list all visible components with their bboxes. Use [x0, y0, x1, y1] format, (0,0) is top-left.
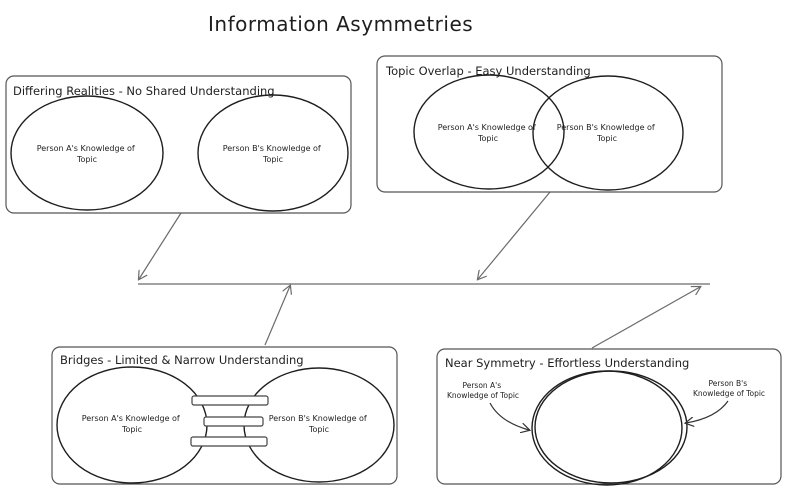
bridge-plank-top — [191, 395, 269, 406]
person-b-label: Person B's Knowledge of Topic — [557, 123, 658, 143]
diagram-title: Information Asymmetries — [208, 12, 473, 36]
bridge-plank-middle — [203, 416, 264, 427]
person-b-knowledge-circle — [197, 94, 349, 212]
panel-title: Topic Overlap - Easy Understanding — [385, 64, 591, 78]
person-b-label-line-2: Topic — [308, 425, 329, 434]
arrow-person-a-to-circle — [489, 402, 529, 430]
person-a-label-line-1: Person A's Knowledge of — [82, 414, 180, 423]
person-b-label-line-1: Person B's Knowledge of — [269, 414, 367, 423]
arrow-symmetry-to-line — [591, 287, 700, 349]
panel-differing-realities: Differing Realities - No Shared Understa… — [5, 75, 352, 214]
bridge-plank-bottom — [190, 436, 268, 447]
person-b-label-line-1: Person B's — [708, 379, 747, 388]
person-a-label-line-2: Topic — [121, 425, 142, 434]
panel-box — [436, 348, 782, 485]
person-a-label-line-1: Person A's — [462, 381, 501, 390]
person-b-label: Person B's Knowledge of Topic — [269, 414, 370, 434]
person-a-knowledge-circle — [413, 74, 565, 190]
arrow-person-b-to-circle — [686, 400, 729, 423]
person-a-label-line-1: Person A's Knowledge of — [37, 144, 135, 153]
person-a-label-line-1: Person A's Knowledge of — [438, 123, 536, 132]
person-a-label: Person A's Knowledge of Topic — [82, 414, 183, 434]
person-b-label-line-1: Person B's Knowledge of — [557, 123, 655, 132]
panel-box — [51, 346, 398, 485]
person-b-label-line-2: Knowledge of Topic — [693, 389, 765, 398]
panel-topic-overlap: Topic Overlap - Easy Understanding Perso… — [376, 55, 723, 193]
panel-near-symmetry: Near Symmetry - Effortless Understanding… — [436, 348, 782, 486]
person-b-label-line-1: Person B's Knowledge of — [223, 144, 321, 153]
person-b-label-line-2: Topic — [262, 155, 283, 164]
arrow-differing-to-line — [139, 212, 182, 279]
person-b-knowledge-circle — [532, 75, 684, 191]
arrow-overlap-to-line — [478, 191, 551, 279]
person-a-label: Person A's Knowledge of Topic — [447, 381, 519, 400]
panel-title: Differing Realities - No Shared Understa… — [13, 84, 275, 98]
panel-box — [376, 55, 723, 193]
person-a-label: Person A's Knowledge of Topic — [37, 144, 138, 164]
person-a-label: Person A's Knowledge of Topic — [438, 123, 539, 143]
arrow-bridges-to-line — [264, 286, 290, 346]
panel-bridges: Bridges - Limited & Narrow Understanding… — [51, 346, 398, 485]
person-b-label-line-2: Topic — [596, 134, 617, 143]
panel-box — [5, 75, 352, 214]
panel-title: Near Symmetry - Effortless Understanding — [445, 356, 689, 370]
person-b-label: Person B's Knowledge of Topic — [693, 379, 765, 398]
person-a-label-line-2: Knowledge of Topic — [447, 391, 519, 400]
person-b-label: Person B's Knowledge of Topic — [223, 144, 324, 164]
panel-title: Bridges - Limited & Narrow Understanding — [60, 353, 304, 367]
person-a-label-line-2: Topic — [76, 155, 97, 164]
person-a-label-line-2: Topic — [477, 134, 498, 143]
person-a-knowledge-circle — [10, 95, 164, 211]
